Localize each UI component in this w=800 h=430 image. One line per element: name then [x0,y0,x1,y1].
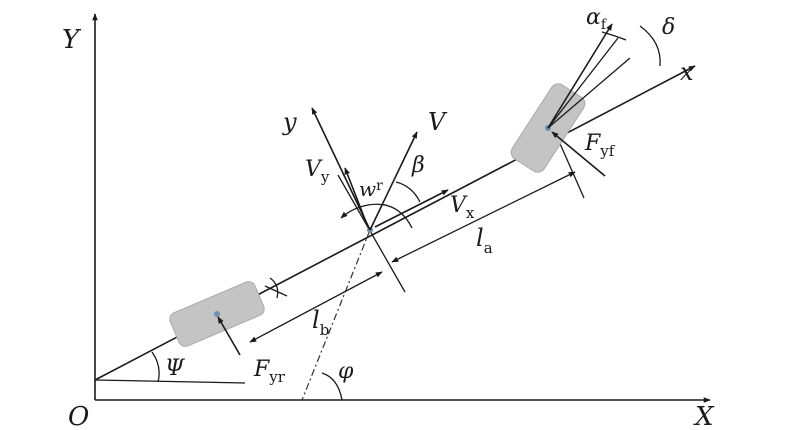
velocity-label: V [428,108,448,136]
psi-label: Ψ [165,356,185,381]
phi-angle-arc [321,372,343,401]
la-dimension-arrow [391,171,576,263]
delta-label: δ [662,15,675,40]
beta-angle-arc [395,181,421,203]
vy-label: Vy [305,157,330,186]
la-label: la [476,224,493,257]
body-x-label: x [680,58,694,86]
X-axis-label: X [693,402,715,430]
Y-axis-label: Y [62,25,82,55]
cg-perpendicular-line [337,174,406,293]
fyr-label: Fyr [253,357,286,386]
front-steer-line [547,37,619,129]
phi-label: φ [338,359,354,384]
alpha-f-angle-arc [601,31,627,41]
body-y-label: y [282,108,297,136]
lb-label: lb [312,306,329,339]
rear-wheel-center [214,311,220,317]
vx-label: Vx [450,193,475,222]
origin-label: O [68,402,89,430]
front-force-arrow [551,131,606,177]
fyf-label: Fyf [584,131,616,160]
delta-angle-arc [639,25,661,67]
front-velocity-line [547,57,631,129]
alpha-f-label: αf [586,5,608,33]
vy-arrow [344,167,367,223]
lb-dimension-arrow [249,271,383,343]
front-wheel-axis-arrow [547,23,613,129]
wr-label: wr [359,177,383,201]
rear-wheel-tick [264,285,288,297]
heading-reference-line [94,379,246,384]
rear-force-arrow [217,316,241,356]
body-y-axis [311,107,371,231]
beta-label: β [411,153,425,178]
psi-angle-arc [151,351,160,383]
